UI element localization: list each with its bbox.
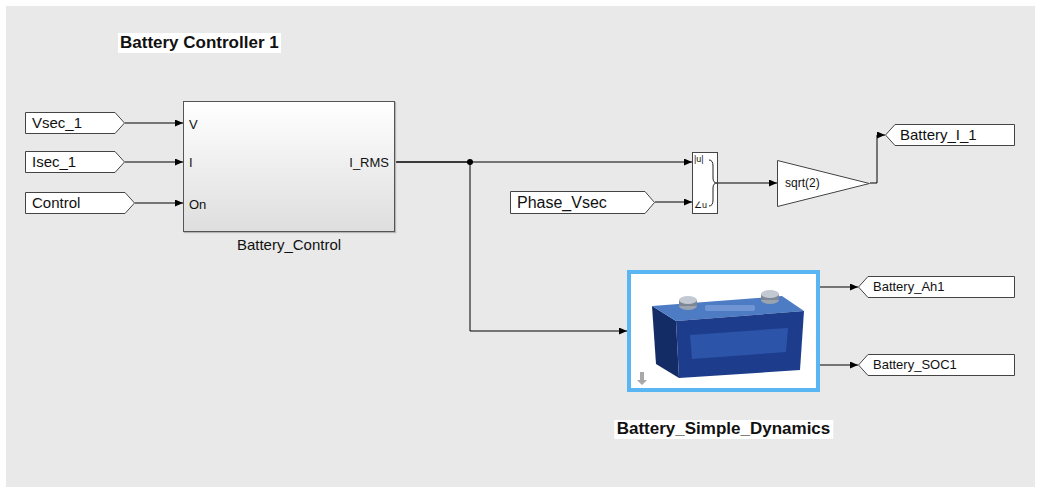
battery-terminal <box>679 296 697 304</box>
from-tag: Phase_Vsec <box>510 191 655 214</box>
port-label: ∠u <box>694 201 707 211</box>
tag-label: Battery_SOC1 <box>873 358 957 372</box>
battery-label <box>690 328 788 359</box>
battery-handle <box>705 305 755 311</box>
block-name: Battery_Simple_Dynamics <box>614 420 834 439</box>
magnitude-angle-block: |u| ∠u <box>692 152 718 214</box>
goto-tag: Battery_Ah1 <box>858 276 1015 298</box>
port-label: |u| <box>694 155 704 165</box>
port-label: V <box>189 118 198 132</box>
tag-label: Battery_I_1 <box>900 127 977 144</box>
signal-line <box>820 287 858 288</box>
signal-line <box>870 135 885 183</box>
model-canvas <box>6 6 1035 487</box>
gain-value: sqrt(2) <box>785 177 820 190</box>
tag-label: Vsec_1 <box>32 115 82 132</box>
from-tag: Control <box>25 192 135 214</box>
tag-label: Battery_Ah1 <box>873 280 945 294</box>
signal-line <box>718 183 777 184</box>
battery-terminal <box>761 290 779 298</box>
goto-tag: Battery_SOC1 <box>858 354 1015 376</box>
subsystem-block: VIOnI_RMSBattery_Control <box>183 101 395 232</box>
signal-line <box>125 123 183 124</box>
signal-line <box>395 162 627 331</box>
port-label: On <box>189 198 206 212</box>
goto-tag: Battery_I_1 <box>885 124 1015 146</box>
signal-line <box>125 162 183 163</box>
block-name: Battery_Control <box>237 237 341 254</box>
mask-background <box>631 274 816 388</box>
gain-block: sqrt(2) <box>777 160 870 207</box>
battery-front <box>676 311 804 378</box>
tag-label: Phase_Vsec <box>517 194 607 212</box>
from-tag: Vsec_1 <box>25 112 125 134</box>
mask-arrow <box>637 372 647 385</box>
battery-subsystem: Battery_Simple_Dynamics <box>627 270 820 392</box>
port-label: I_RMS <box>349 156 389 170</box>
diagram-title: Battery Controller 1 <box>118 33 281 53</box>
tag-label: Control <box>32 195 80 212</box>
port-label: I <box>189 156 193 170</box>
tag-label: Isec_1 <box>32 154 76 171</box>
from-tag: Isec_1 <box>25 151 125 173</box>
signal-line <box>655 202 692 203</box>
signal-line <box>820 365 858 366</box>
signal-line <box>135 203 183 204</box>
